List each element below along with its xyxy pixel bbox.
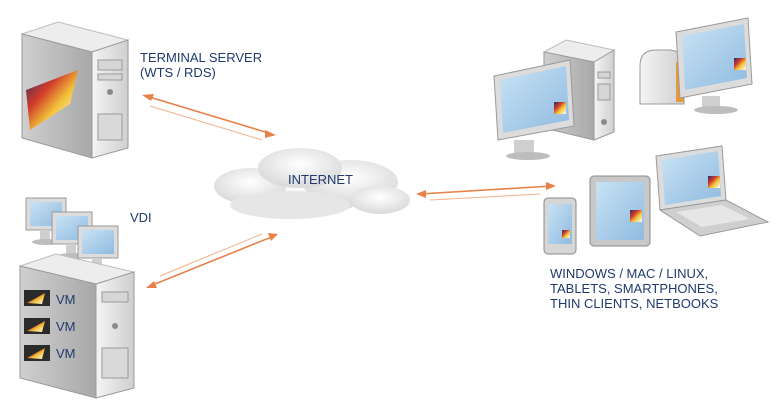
vm-label: VM <box>56 319 76 334</box>
arrow-vdi-internet <box>146 233 278 288</box>
laptop-icon <box>655 145 770 237</box>
clients-label-line: WINDOWS / MAC / LINUX, <box>550 266 709 281</box>
vm-label: VM <box>56 346 76 361</box>
arrow-terminal-internet <box>142 94 276 141</box>
terminal-server-label: TERMINAL SERVER (WTS / RDS) <box>140 50 262 80</box>
clients-label: WINDOWS / MAC / LINUX, TABLETS, SMARTPHO… <box>550 266 718 311</box>
internet-label: INTERNET <box>288 172 353 187</box>
arrow-internet-clients <box>416 182 556 201</box>
vdi-server-icon <box>18 253 136 399</box>
desktop-computer-icon <box>493 39 616 160</box>
terminal-server-label-line: TERMINAL SERVER <box>140 50 263 65</box>
clients-label-line: THIN CLIENTS, NETBOOKS <box>550 296 719 311</box>
vm-icon <box>24 318 50 334</box>
terminal-server-label-line: (WTS / RDS) <box>140 65 216 80</box>
internet-cloud-icon <box>214 148 410 219</box>
tablet-icon <box>589 175 651 247</box>
thin-client-icon <box>639 17 753 114</box>
arrows <box>142 94 556 288</box>
clients-label-line: TABLETS, SMARTPHONES, <box>550 281 718 296</box>
vm-icon <box>24 290 50 306</box>
terminal-server-icon <box>20 21 130 159</box>
vm-label: VM <box>56 292 76 307</box>
vdi-monitors-icon <box>25 197 119 271</box>
vm-icon <box>24 345 50 361</box>
smartphone-icon <box>543 197 577 255</box>
vdi-label: VDI <box>130 210 152 225</box>
